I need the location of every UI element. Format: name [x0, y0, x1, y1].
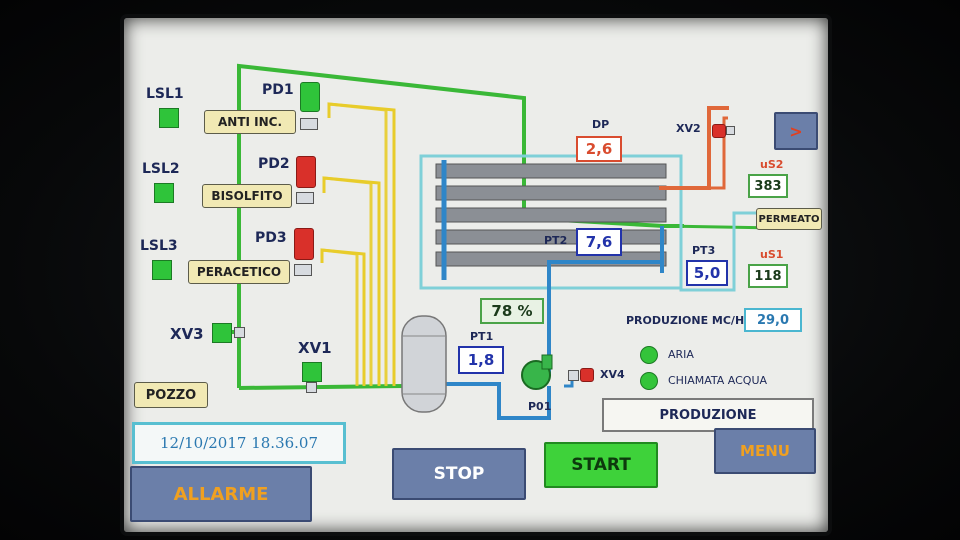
xv1-led[interactable] [302, 362, 322, 382]
us2-label: uS2 [760, 158, 784, 171]
pt2-value: 7,6 [576, 228, 622, 256]
pipe-orange-xv2b [709, 116, 728, 190]
aria-status-dot [640, 346, 658, 364]
lsl2-led [154, 183, 174, 203]
mode-display: PRODUZIONE [602, 398, 814, 432]
allarme-button[interactable]: ALLARME [130, 466, 312, 522]
pipe-cyan-right [679, 183, 774, 292]
lsl2-label: LSL2 [142, 161, 180, 177]
pd1-status[interactable] [300, 82, 320, 112]
pd3-status[interactable] [294, 228, 314, 260]
tag-pozzo: POZZO [134, 382, 208, 408]
pd2-status[interactable] [296, 156, 316, 188]
pipe-yellow-pd1b [327, 102, 388, 386]
tag-bisolfito: BISOLFITO [202, 184, 292, 208]
menu-button[interactable]: MENU [714, 428, 816, 474]
pd2-label: PD2 [258, 156, 290, 172]
xv3-valve [234, 327, 245, 338]
pipe-blue-pump-out [547, 260, 662, 376]
aria-label: ARIA [668, 348, 694, 361]
next-page-button[interactable]: > [774, 112, 818, 150]
hmi-screen: LSL1 LSL2 LSL3 PD1 ANTI INC. PD2 BISOLFI… [124, 18, 828, 532]
xv4-status[interactable] [580, 368, 594, 382]
pipe-yellow-pd1 [327, 102, 396, 386]
xv4-valve [568, 370, 579, 381]
pd2-valve [296, 192, 314, 204]
pt2-label: PT2 [544, 234, 568, 247]
tag-peracetico: PERACETICO [188, 260, 290, 284]
xv3-label: XV3 [170, 325, 204, 343]
tag-permeato: PERMEATO [756, 208, 822, 230]
us1-value: 118 [748, 264, 788, 288]
p01-label: P01 [528, 400, 552, 413]
lsl3-led [152, 260, 172, 280]
xv1-label: XV1 [298, 339, 332, 357]
process-piping-diagram [214, 63, 775, 420]
membrane-tubes [435, 163, 667, 267]
pump-speed-value: 78 % [480, 298, 544, 324]
xv4-label: XV4 [600, 368, 625, 381]
lsl3-label: LSL3 [140, 238, 178, 254]
xv3-led[interactable] [212, 323, 232, 343]
produzione-mch-label: PRODUZIONE MC/H [626, 314, 745, 327]
pd1-label: PD1 [262, 82, 294, 98]
xv2-valve [726, 126, 735, 135]
xv1-valve [306, 382, 317, 393]
dp-label: DP [592, 118, 610, 131]
pd1-valve [300, 118, 318, 130]
produzione-mch-value: 29,0 [744, 308, 802, 332]
us1-label: uS1 [760, 248, 784, 261]
chiamata-acqua-label: CHIAMATA ACQUA [668, 374, 768, 387]
pt1-label: PT1 [470, 330, 494, 343]
start-button[interactable]: START [544, 442, 658, 488]
pd3-valve [294, 264, 312, 276]
xv2-label: XV2 [676, 122, 701, 135]
datetime-display: 12/10/2017 18.36.07 [132, 422, 346, 464]
tank [401, 315, 447, 413]
pd3-label: PD3 [255, 230, 287, 246]
xv2-status[interactable] [712, 124, 726, 138]
tag-anti-inc: ANTI INC. [204, 110, 296, 134]
dp-value: 2,6 [576, 136, 622, 162]
chiamata-acqua-status-dot [640, 372, 658, 390]
us2-value: 383 [748, 174, 788, 198]
pipe-yellow-pd2b [322, 176, 373, 386]
stop-button[interactable]: STOP [392, 448, 526, 500]
pt1-value: 1,8 [458, 346, 504, 374]
pt3-label: PT3 [692, 244, 716, 257]
pipe-orange-xv2 [659, 106, 729, 190]
pt3-value: 5,0 [686, 260, 728, 286]
lsl1-label: LSL1 [146, 86, 184, 102]
pipe-blue-feed [409, 382, 551, 420]
lsl1-led [159, 108, 179, 128]
pipe-yellow-pd3b [320, 248, 359, 386]
pipe-green-bottom [238, 384, 405, 390]
